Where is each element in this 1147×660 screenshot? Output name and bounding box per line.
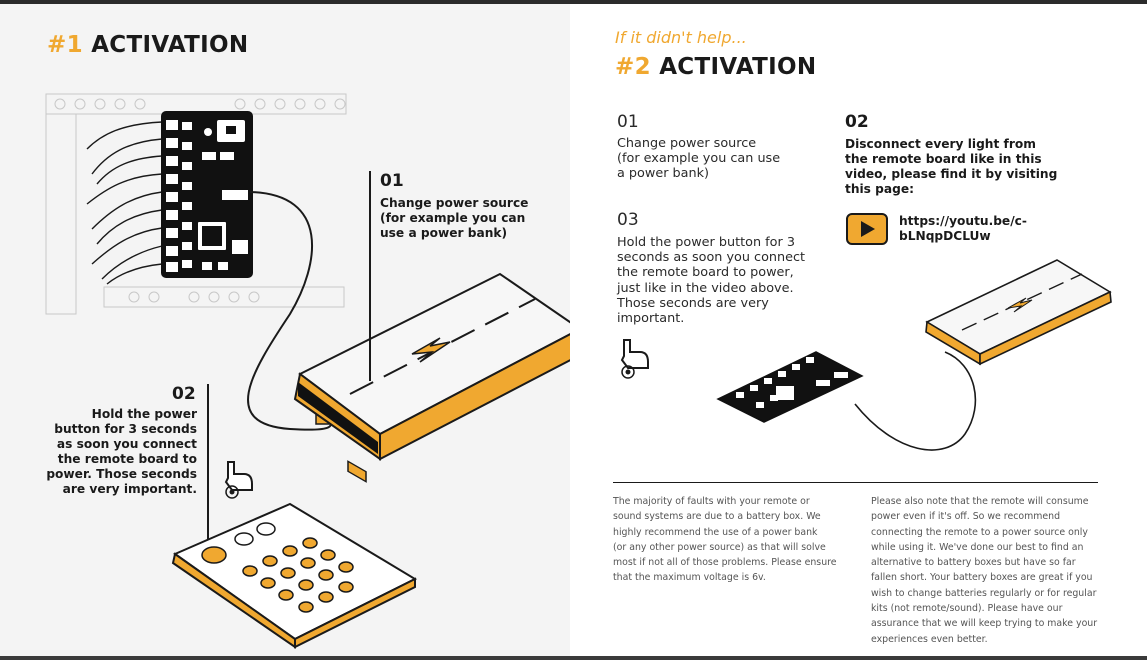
right-title: #2 ACTIVATION bbox=[615, 54, 817, 80]
remote-board-illustration bbox=[161, 111, 253, 278]
right-step2-number: 02 bbox=[845, 112, 869, 132]
wires-illustration bbox=[86, 121, 163, 285]
note-right: Please also note that the remote will co… bbox=[871, 496, 1098, 645]
left-step2-number: 02 bbox=[172, 384, 196, 404]
right-step3-number: 03 bbox=[617, 210, 639, 230]
lightning-icon bbox=[1007, 297, 1033, 313]
left-step1-number: 01 bbox=[380, 171, 404, 191]
right-step3-text: Hold the power button for 3 seconds as s… bbox=[617, 235, 806, 327]
left-page: #1 ACTIVATION bbox=[0, 4, 570, 656]
remote-control-illustration bbox=[171, 502, 418, 649]
lightning-icon bbox=[411, 337, 451, 363]
play-icon bbox=[861, 221, 875, 237]
step2-leader-line bbox=[207, 384, 209, 549]
pointing-hand-icon bbox=[620, 339, 649, 379]
cable-illustration bbox=[854, 351, 977, 451]
video-link[interactable]: https://youtu.be/c- bLNqpDCLUw bbox=[899, 214, 1027, 243]
bottom-bar bbox=[0, 656, 1147, 660]
power-bank-illustration bbox=[293, 272, 570, 483]
left-title: #1 ACTIVATION bbox=[47, 32, 249, 58]
remote-board-illustration bbox=[716, 351, 864, 423]
note-left: The majority of faults with your remote … bbox=[613, 496, 837, 584]
right-subtitle: If it didn't help... bbox=[615, 28, 747, 47]
step1-leader-line bbox=[369, 171, 371, 381]
right-step2-text: Disconnect every light from the remote b… bbox=[845, 137, 1058, 196]
right-step1-number: 01 bbox=[617, 112, 639, 132]
pointing-hand-icon bbox=[224, 461, 253, 499]
power-bank-illustration bbox=[925, 259, 1112, 366]
section-divider bbox=[613, 482, 1098, 483]
left-step2-text: Hold the power button for 3 seconds as s… bbox=[46, 407, 197, 496]
video-play-button[interactable] bbox=[846, 213, 888, 245]
right-step1-text: Change power source (for example you can… bbox=[617, 136, 781, 182]
right-page: If it didn't help... #2 ACTIVATION 01 Ch… bbox=[570, 4, 1147, 656]
left-step1-text: Change power source (for example you can… bbox=[380, 196, 529, 240]
